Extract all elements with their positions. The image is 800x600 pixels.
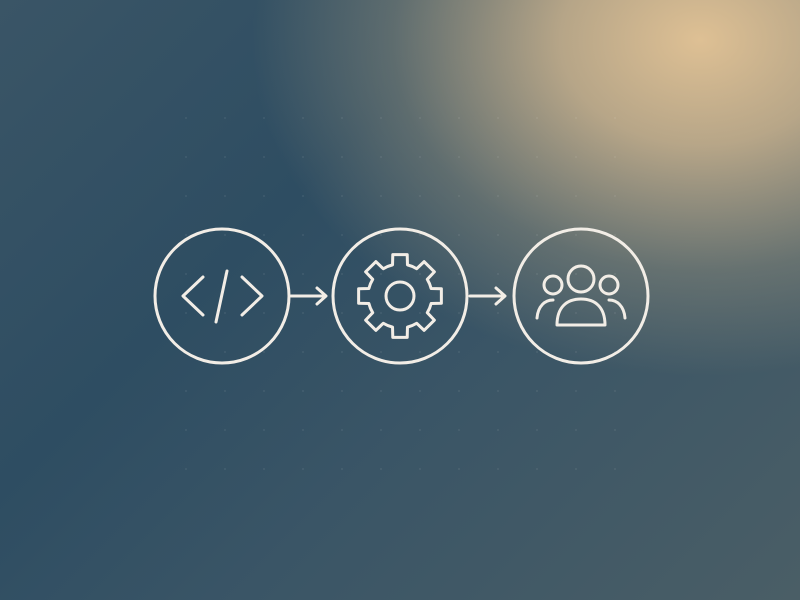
users-icon	[535, 264, 627, 327]
step-code-circle	[153, 227, 291, 365]
step-users-circle	[512, 227, 650, 365]
step-process-circle	[331, 227, 469, 365]
code-icon	[181, 269, 264, 324]
arrow-right-icon	[468, 286, 507, 306]
step-users	[512, 227, 650, 365]
arrow-right-icon	[289, 286, 328, 306]
step-code	[153, 227, 291, 365]
step-process	[331, 227, 469, 365]
gear-icon	[357, 253, 443, 339]
